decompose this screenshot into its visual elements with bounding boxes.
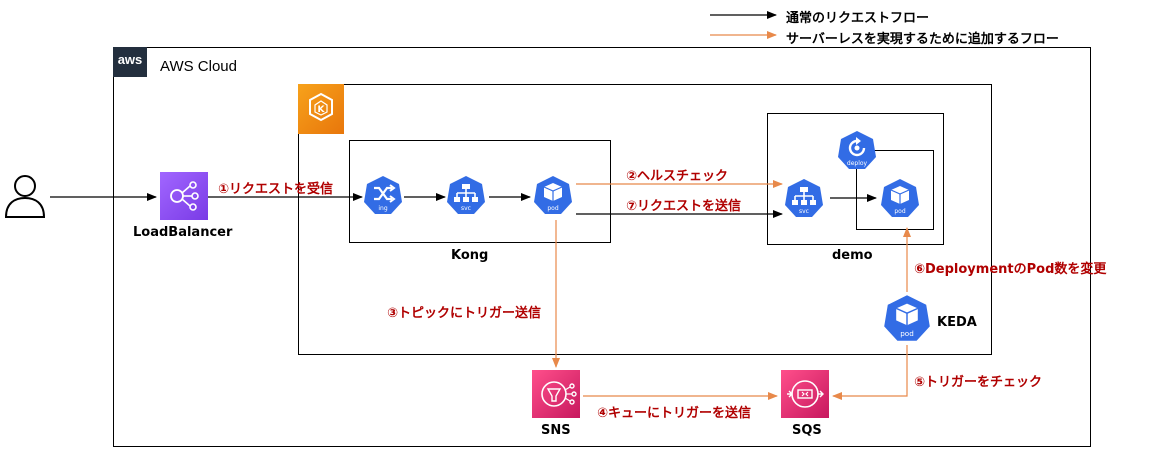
- kong-label: Kong: [451, 248, 489, 263]
- step-7-label: ⑦リクエストを送信: [626, 199, 742, 214]
- step-5-label: ⑤トリガーをチェック: [914, 375, 1043, 390]
- loadbalancer-label: LoadBalancer: [133, 225, 233, 240]
- kong-svc-text: svc: [461, 205, 471, 212]
- keda-label: KEDA: [937, 315, 977, 330]
- step-3-label: ③トピックにトリガー送信: [387, 306, 542, 321]
- keda-pod-icon: pod: [883, 294, 931, 342]
- kong-pod-text: pod: [547, 205, 558, 212]
- demo-group: [767, 113, 944, 245]
- aws-cloud-group: [113, 47, 1091, 447]
- step-1-label: ①リクエストを受信: [218, 182, 334, 197]
- kong-group: [349, 140, 611, 243]
- kong-pod-icon: pod: [533, 175, 573, 215]
- keda-pod-text: pod: [900, 329, 914, 338]
- demo-deploy-icon: deploy: [837, 130, 877, 170]
- sns-icon: [532, 370, 580, 418]
- legend-serverless-label: サーバーレスを実現するために追加するフロー: [786, 32, 1059, 47]
- demo-label: demo: [832, 248, 873, 263]
- aws-logo-text: aws: [117, 52, 143, 67]
- loadbalancer-icon: [160, 172, 208, 220]
- step-6-label: ⑥DeploymentのPod数を変更: [914, 262, 1107, 277]
- eks-icon-letter: K: [318, 105, 326, 115]
- demo-svc-text: svc: [799, 208, 809, 215]
- arrow-keda-sqs: [832, 345, 908, 400]
- kong-ing-icon: ing: [363, 175, 403, 215]
- sqs-label: SQS: [792, 423, 822, 438]
- demo-svc-icon: svc: [784, 178, 824, 218]
- legend-normal-label: 通常のリクエストフロー: [786, 11, 930, 26]
- eks-cluster-group: [298, 84, 992, 355]
- demo-pod-text: pod: [894, 208, 905, 215]
- demo-deploy-text: deploy: [847, 160, 868, 167]
- sqs-icon: [781, 370, 829, 418]
- sns-label: SNS: [541, 423, 571, 438]
- eks-icon: K: [298, 84, 344, 134]
- step-2-label: ②ヘルスチェック: [626, 169, 729, 184]
- kong-svc-icon: svc: [446, 175, 486, 215]
- step-4-label: ④キューにトリガーを送信: [597, 406, 752, 421]
- demo-deployment-group: [856, 150, 934, 230]
- aws-logo-icon: aws: [113, 47, 147, 77]
- demo-pod-icon: pod: [880, 178, 920, 218]
- user-icon: [3, 173, 47, 219]
- kong-ing-text: ing: [378, 205, 387, 212]
- aws-cloud-title: AWS Cloud: [160, 58, 237, 75]
